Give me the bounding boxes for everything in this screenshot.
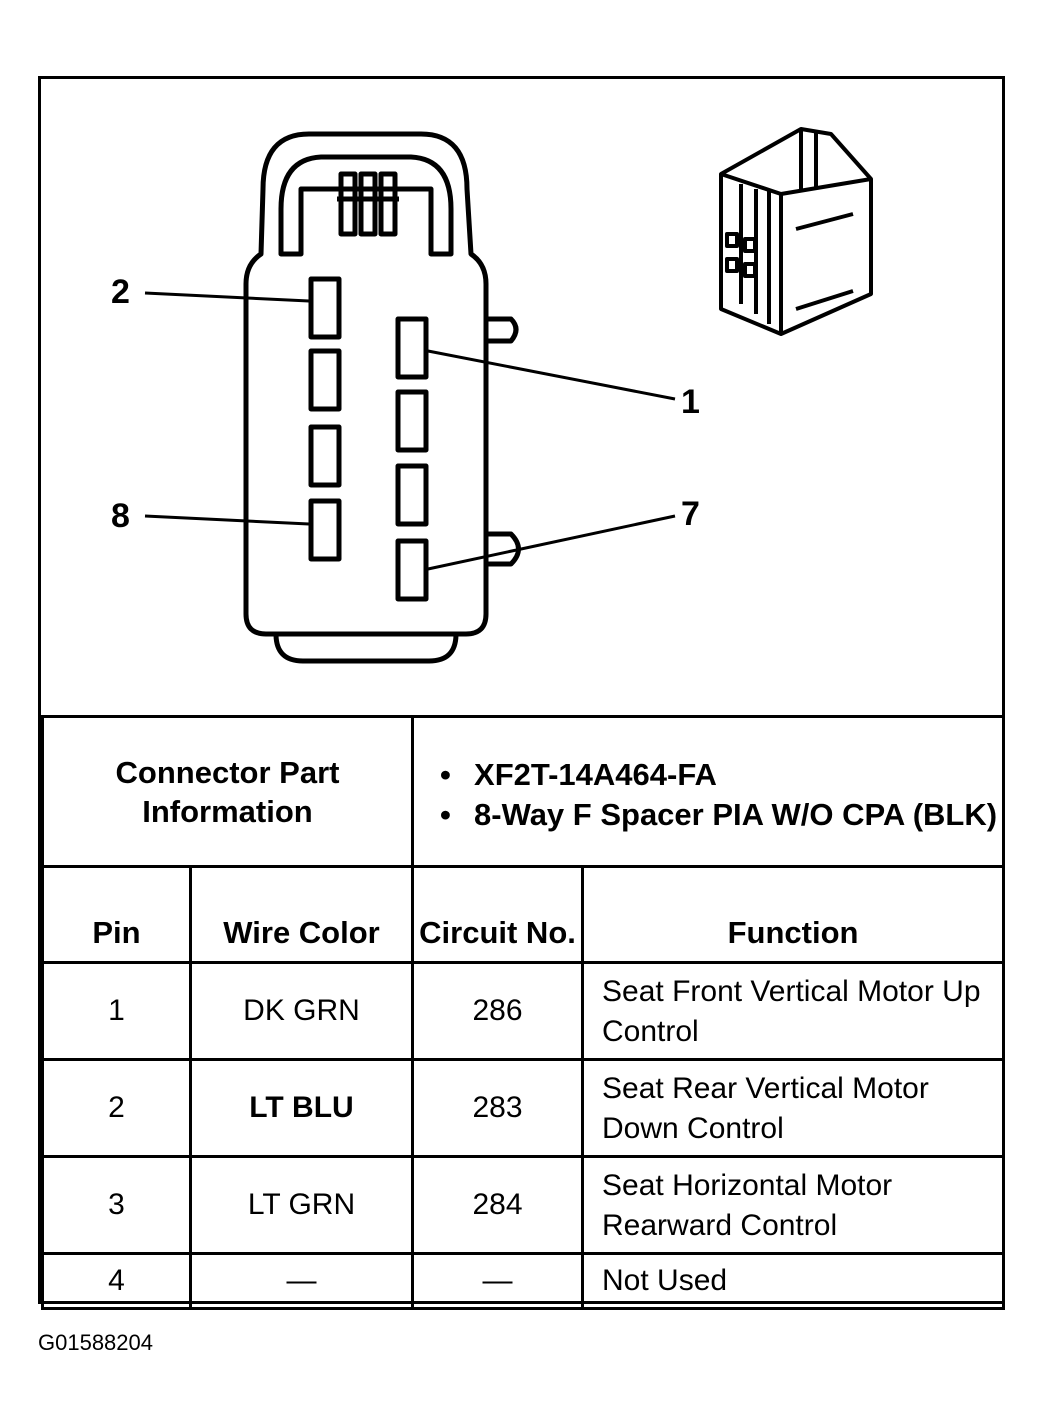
pin-cell: 2 <box>41 1058 192 1158</box>
leader-line-pin-8 <box>144 514 310 526</box>
function-cell: Seat Horizontal Motor Rearward Control <box>581 1155 1006 1255</box>
terminal-cavity <box>308 424 342 488</box>
terminal-cavity <box>395 463 429 527</box>
side-key <box>486 531 521 567</box>
function-cell: Seat Front Vertical Motor Up Control <box>581 961 1006 1061</box>
figure-frame: 2 1 8 7 Connector Part Information XF2T-… <box>38 76 1006 1310</box>
wire-color-cell: DK GRN <box>188 961 415 1061</box>
table-row: 1 DK GRN 286 Seat Front Vertical Motor U… <box>41 961 1006 1061</box>
wire-color-cell: — <box>188 1252 415 1310</box>
connector-info-table: Connector Part Information XF2T-14A464-F… <box>40 715 1006 1310</box>
connector-part-label: Connector Part Information <box>40 715 415 868</box>
function-cell: Not Used <box>581 1252 1006 1310</box>
table-header-row: Pin Wire Color Circuit No. Function <box>41 865 1006 964</box>
terminal-cavity-7 <box>395 538 429 602</box>
connector-latch <box>278 154 454 257</box>
figure-code: G01588204 <box>38 1330 153 1355</box>
circuit-cell: — <box>411 1252 585 1310</box>
table-row: 2 LT BLU 283 Seat Rear Vertical Motor Do… <box>41 1058 1006 1158</box>
connector-bottom-tab <box>273 633 459 664</box>
circuit-cell: 284 <box>411 1155 585 1255</box>
connector-face-drawing <box>144 127 873 664</box>
circuit-cell: 286 <box>411 961 585 1061</box>
header-wire-color: Wire Color <box>188 865 415 964</box>
terminal-cavity-2 <box>308 276 342 340</box>
terminal-cavity-8 <box>308 498 342 562</box>
connector-body <box>243 131 489 637</box>
circuit-cell: 283 <box>411 1058 585 1158</box>
pin-label-7: 7 <box>681 495 700 533</box>
side-key <box>486 316 519 344</box>
wire-color-cell: LT BLU <box>188 1058 415 1158</box>
pin-cell: 1 <box>41 961 192 1061</box>
terminal-cavity-1 <box>395 316 429 380</box>
latch-rib <box>358 171 378 237</box>
terminal-cavity <box>395 389 429 453</box>
pin-label-1: 1 <box>681 383 700 421</box>
terminal-cavity <box>308 348 342 412</box>
wire-color-cell: LT GRN <box>188 1155 415 1255</box>
leader-line-pin-7 <box>427 514 676 571</box>
connector-part-row: Connector Part Information XF2T-14A464-F… <box>40 715 1006 868</box>
table-row: 3 LT GRN 284 Seat Horizontal Motor Rearw… <box>41 1155 1006 1255</box>
connector-isometric-view <box>719 127 873 336</box>
pin-cell: 3 <box>41 1155 192 1255</box>
leader-line-pin-2 <box>144 291 310 303</box>
pin-cell: 4 <box>41 1252 192 1310</box>
part-description: 8-Way F Spacer PIA W/O CPA (BLK) <box>440 795 1002 835</box>
header-function: Function <box>581 865 1006 964</box>
pin-label-8: 8 <box>111 497 130 535</box>
connector-part-numbers: XF2T-14A464-FA 8-Way F Spacer PIA W/O CP… <box>411 715 1006 868</box>
table-row: 4 — — Not Used <box>41 1252 1006 1310</box>
header-circuit: Circuit No. <box>411 865 585 964</box>
function-cell: Seat Rear Vertical Motor Down Control <box>581 1058 1006 1158</box>
header-pin: Pin <box>41 865 192 964</box>
pin-label-2: 2 <box>111 273 130 311</box>
part-number: XF2T-14A464-FA <box>440 755 1002 795</box>
latch-rib <box>338 171 358 237</box>
leader-line-pin-1 <box>427 349 676 401</box>
latch-rib <box>378 171 398 237</box>
connector-diagram: 2 1 8 7 <box>41 79 1002 717</box>
